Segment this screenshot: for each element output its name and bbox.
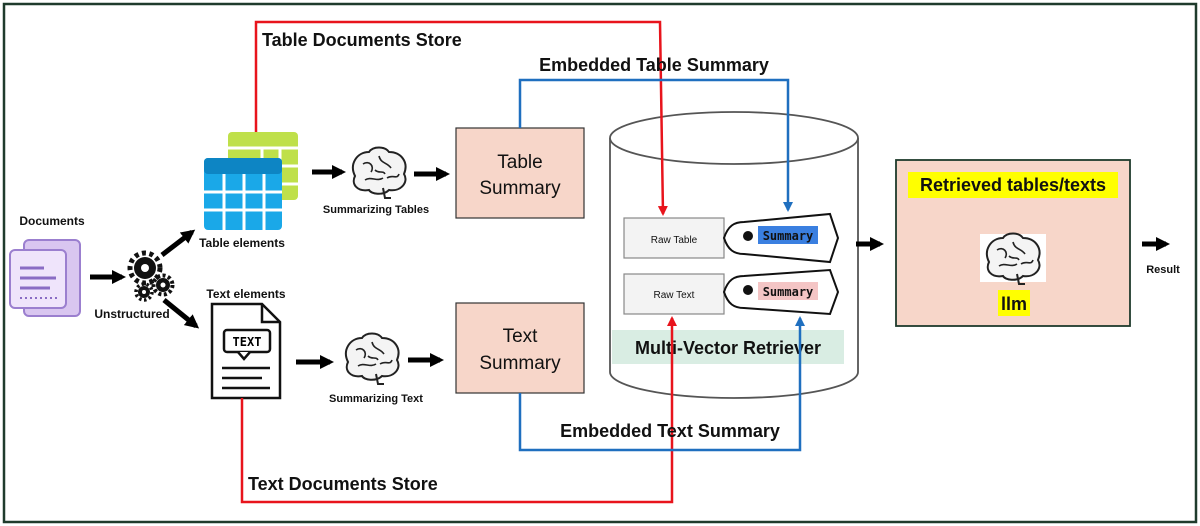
embedded-text-summary-label: Embedded Text Summary: [560, 421, 780, 441]
retrieved-label: Retrieved tables/texts: [920, 175, 1106, 195]
summary-tag-1-label: Summary: [763, 229, 814, 243]
svg-text:Summary: Summary: [479, 178, 561, 199]
text-icon-label: TEXT: [233, 335, 262, 349]
unstructured-label: Unstructured: [94, 307, 169, 321]
table-elements-label: Table elements: [199, 236, 285, 250]
brain-icon: [344, 332, 400, 385]
table-icon: [204, 132, 298, 230]
retrieved-highlight: [908, 172, 1118, 198]
text-elements-label: Text elements: [206, 287, 285, 301]
llm-highlight: [998, 290, 1030, 316]
table-store-line: [254, 20, 668, 216]
table-summary-box: Table Summary: [455, 127, 585, 219]
text-embed-line: [518, 316, 805, 452]
brain-icon: [985, 232, 1041, 285]
llm-label: llm: [1001, 294, 1027, 314]
result-label: Result: [1146, 264, 1180, 276]
table-documents-store-label: Table Documents Store: [262, 30, 462, 50]
retriever-label: Multi-Vector Retriever: [635, 338, 821, 358]
document-icon: [9, 239, 81, 317]
text-store-line: [240, 316, 677, 504]
retriever-band: [612, 330, 844, 364]
svg-text:Summary: Summary: [479, 353, 561, 374]
multi-vector-retriever-db: Multi-Vector Retriever Raw Table Summary…: [609, 111, 859, 399]
gears-icon: [127, 250, 175, 302]
retrieved-box: Retrieved tables/texts llm: [895, 159, 1131, 327]
svg-text:Table: Table: [497, 152, 542, 173]
summarizing-tables-label: Summarizing Tables: [323, 204, 429, 216]
raw-table-label: Raw Table: [651, 235, 698, 246]
raw-text-box: [623, 273, 725, 315]
summary-tag-2-label: Summary: [763, 285, 814, 299]
embedded-table-summary-label: Embedded Table Summary: [539, 55, 769, 75]
text-summary-box: Text Summary: [455, 302, 585, 394]
arrow-to-text-elements: [162, 298, 200, 329]
summarizing-text-label: Summarizing Text: [329, 393, 423, 405]
arrow-to-table-elements: [160, 229, 196, 257]
svg-text:Text: Text: [503, 326, 539, 347]
raw-table-box: [623, 217, 725, 259]
table-embed-line: [518, 78, 793, 212]
text-documents-store-label: Text Documents Store: [248, 474, 438, 494]
brain-icon: [351, 146, 407, 199]
documents-label: Documents: [19, 214, 85, 228]
raw-text-label: Raw Text: [654, 290, 695, 301]
text-file-icon: TEXT: [210, 302, 282, 400]
